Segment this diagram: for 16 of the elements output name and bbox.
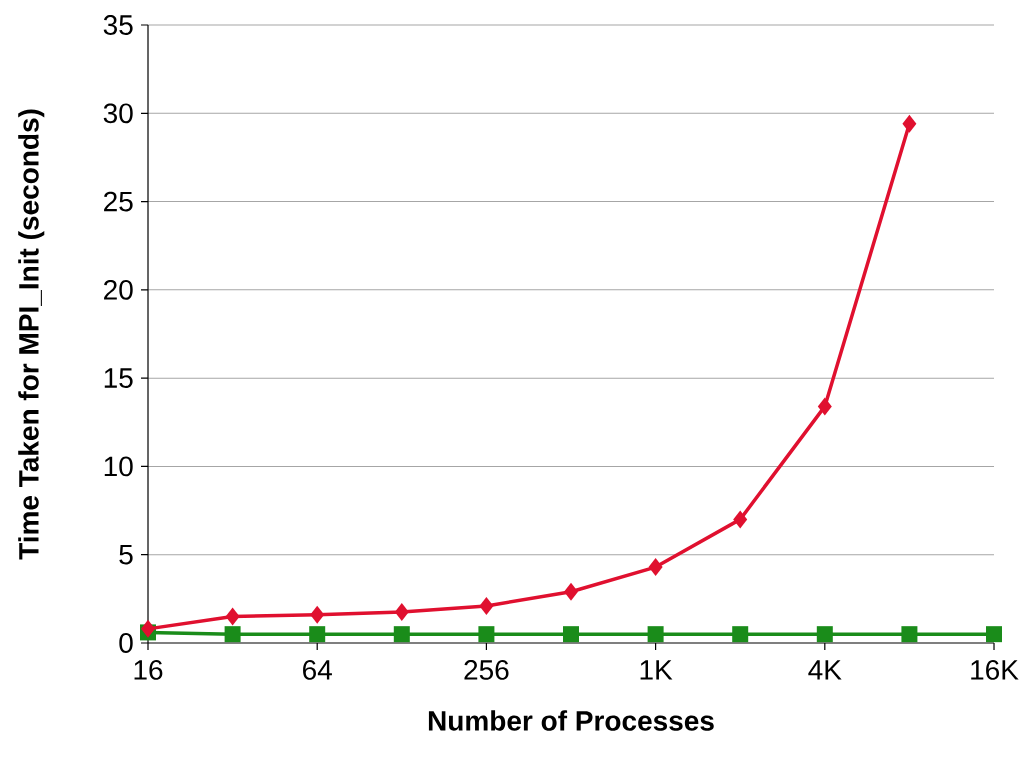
tick-label: 0 [119, 633, 133, 653]
tick-label: 5 [119, 544, 133, 565]
tick-label: 1K [640, 660, 673, 680]
tick-label: 256 [464, 660, 509, 680]
tick-label: 35 [103, 15, 133, 35]
tick-label: 15 [104, 368, 133, 388]
tick-label: 10 [104, 456, 133, 477]
tick-label: 16K [971, 660, 1019, 680]
axis-title: Number of Processes [428, 710, 714, 731]
tick-label: 25 [104, 191, 133, 212]
tick-label: 16 [134, 660, 163, 680]
axis-title: Time Taken for MPI_Init (seconds) [18, 109, 45, 560]
tick-label: 20 [104, 279, 133, 300]
tick-label: 64 [303, 660, 332, 680]
tick-label: 4K [808, 660, 842, 680]
tick-label: 30 [103, 103, 133, 124]
